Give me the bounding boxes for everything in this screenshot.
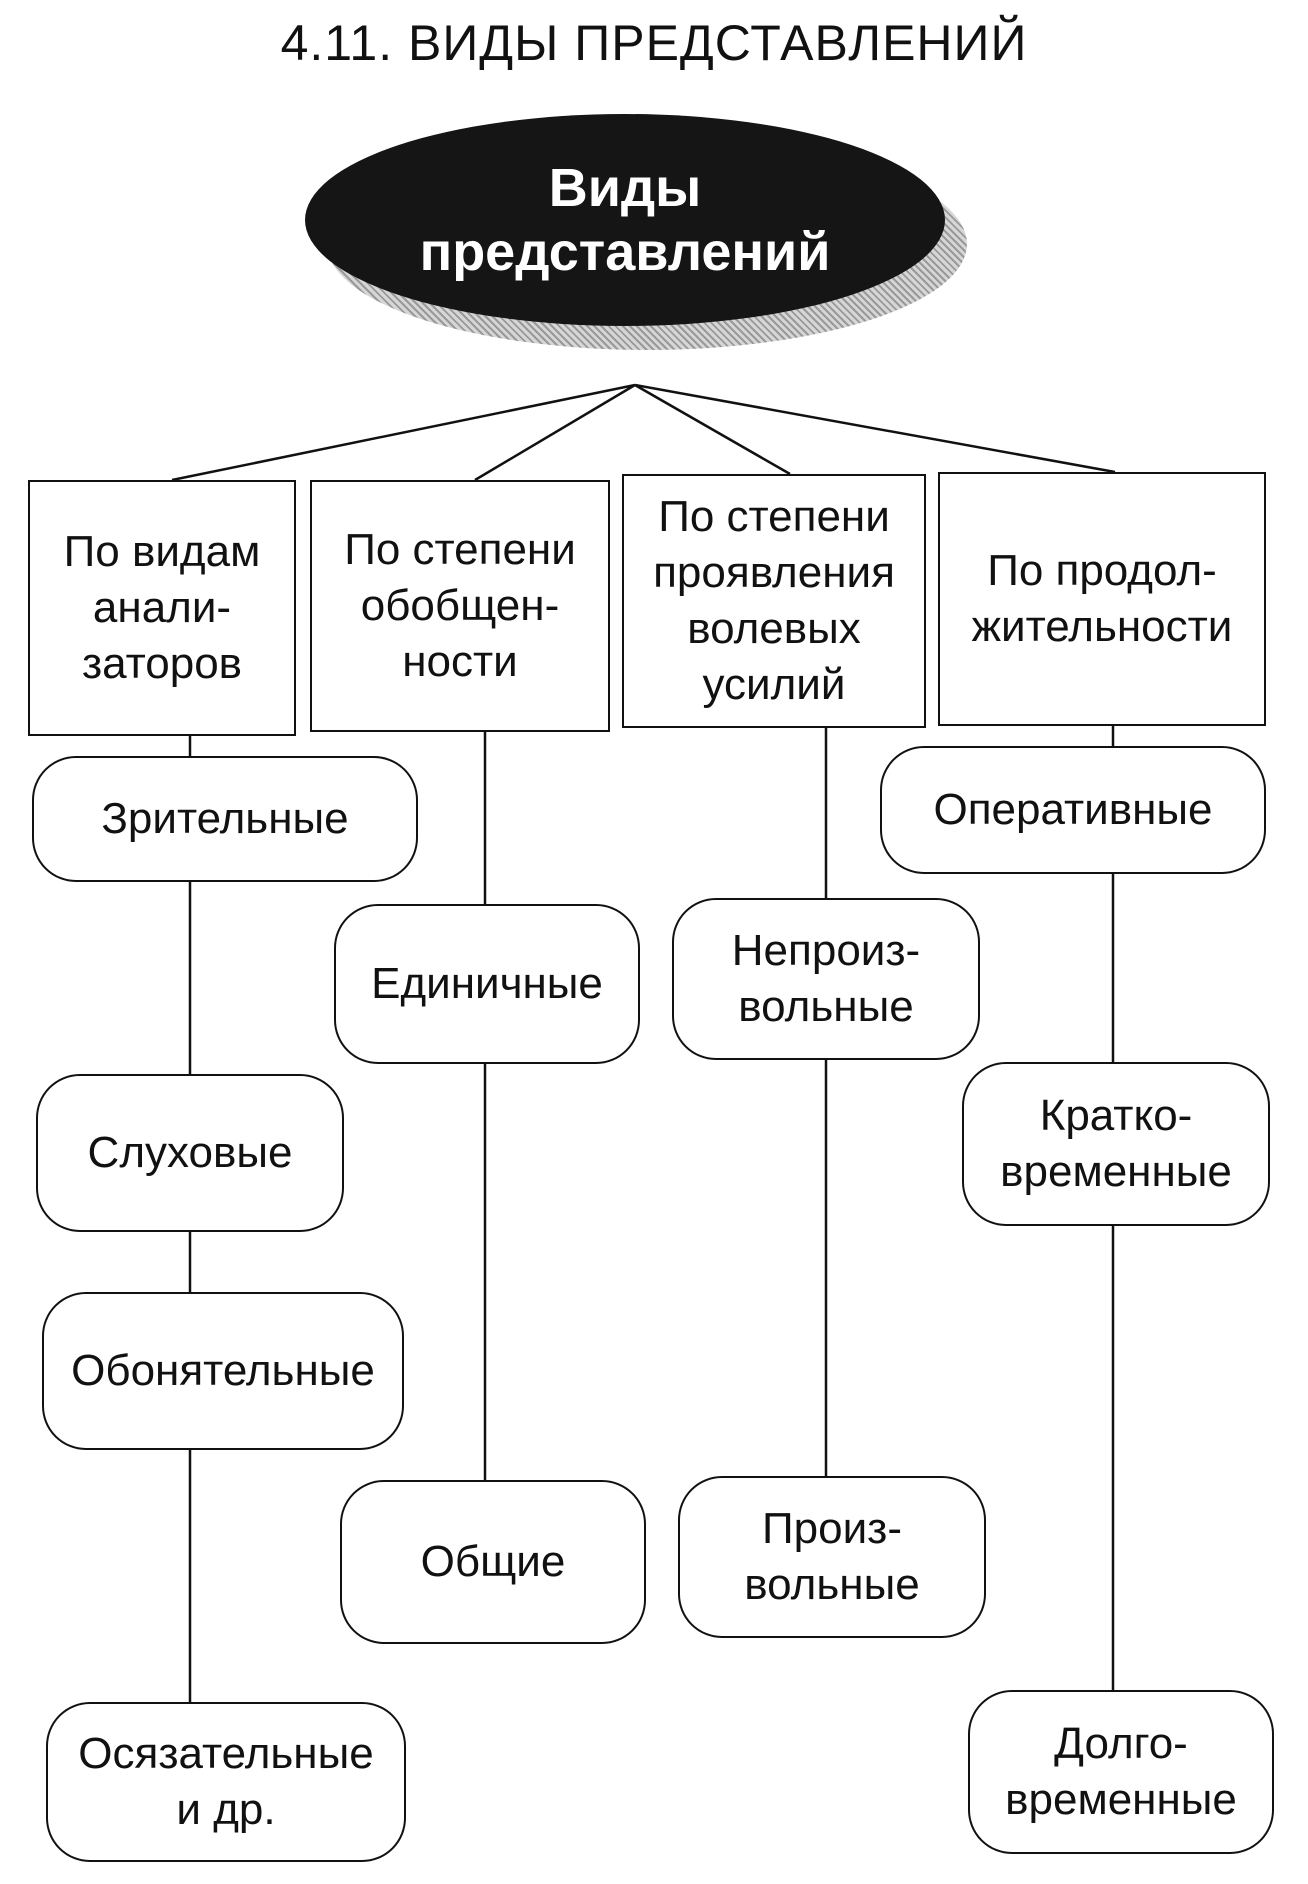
item-involuntary: Непроиз- вольные bbox=[672, 898, 980, 1060]
category-generalization: По степени обобщен- ности bbox=[310, 480, 610, 732]
category-line: ности bbox=[402, 637, 518, 686]
category-analyzers: По видам анали- заторов bbox=[28, 480, 296, 736]
connector-root-cat-4 bbox=[634, 383, 1116, 474]
root-node: Виды представлений bbox=[305, 114, 967, 350]
item-operative: Оперативные bbox=[880, 746, 1266, 874]
item-line: Долго- bbox=[1054, 1719, 1188, 1768]
connector-root-cat-3 bbox=[634, 383, 791, 476]
item-line: Кратко- bbox=[1039, 1091, 1193, 1140]
category-line: усилий bbox=[702, 660, 846, 709]
category-line: волевых bbox=[687, 604, 861, 653]
item-line: вольные bbox=[744, 1560, 920, 1609]
category-line: заторов bbox=[81, 639, 243, 688]
item-voluntary: Произ- вольные bbox=[678, 1476, 986, 1638]
connector-root-cat-1 bbox=[171, 383, 636, 482]
item-line: Зрительные bbox=[101, 794, 349, 843]
item-long-term: Долго- временные bbox=[968, 1690, 1274, 1854]
category-line: проявления bbox=[653, 548, 895, 597]
item-line: Произ- bbox=[762, 1504, 902, 1553]
item-line: и др. bbox=[176, 1785, 276, 1834]
item-single: Единичные bbox=[334, 904, 640, 1064]
category-volitional-effort: По степени проявления волевых усилий bbox=[622, 474, 926, 728]
category-line: жительности bbox=[971, 602, 1233, 651]
root-node-line-1: Виды bbox=[548, 158, 702, 218]
item-tactile: Осязательные и др. bbox=[46, 1702, 406, 1862]
item-auditory: Слуховые bbox=[36, 1074, 344, 1232]
root-node-label: Виды представлений bbox=[305, 114, 945, 326]
item-line: Оперативные bbox=[933, 785, 1213, 834]
category-line: анали- bbox=[92, 583, 232, 632]
item-line: временные bbox=[1000, 1147, 1232, 1196]
item-visual: Зрительные bbox=[32, 756, 418, 882]
connector-root-cat-2 bbox=[474, 383, 636, 482]
category-line: По степени bbox=[658, 492, 890, 541]
category-line: По видам bbox=[63, 527, 261, 576]
item-line: Единичные bbox=[371, 959, 603, 1008]
root-node-line-2: представлений bbox=[419, 222, 831, 282]
category-duration: По продол- жительности bbox=[938, 472, 1266, 726]
item-line: вольные bbox=[738, 982, 914, 1031]
item-short-term: Кратко- временные bbox=[962, 1062, 1270, 1226]
diagram-title: 4.11. ВИДЫ ПРЕДСТАВЛЕНИЙ bbox=[280, 15, 1028, 71]
item-line: Слуховые bbox=[87, 1128, 293, 1177]
category-line: По продол- bbox=[987, 546, 1217, 595]
item-line: Непроиз- bbox=[731, 926, 921, 975]
category-line: По степени bbox=[344, 525, 576, 574]
category-line: обобщен- bbox=[360, 581, 560, 630]
item-line: временные bbox=[1005, 1775, 1237, 1824]
item-general: Общие bbox=[340, 1480, 646, 1644]
item-line: Обонятельные bbox=[71, 1346, 375, 1395]
item-line: Осязательные bbox=[78, 1729, 374, 1778]
item-olfactory: Обонятельные bbox=[42, 1292, 404, 1450]
item-line: Общие bbox=[420, 1537, 566, 1586]
